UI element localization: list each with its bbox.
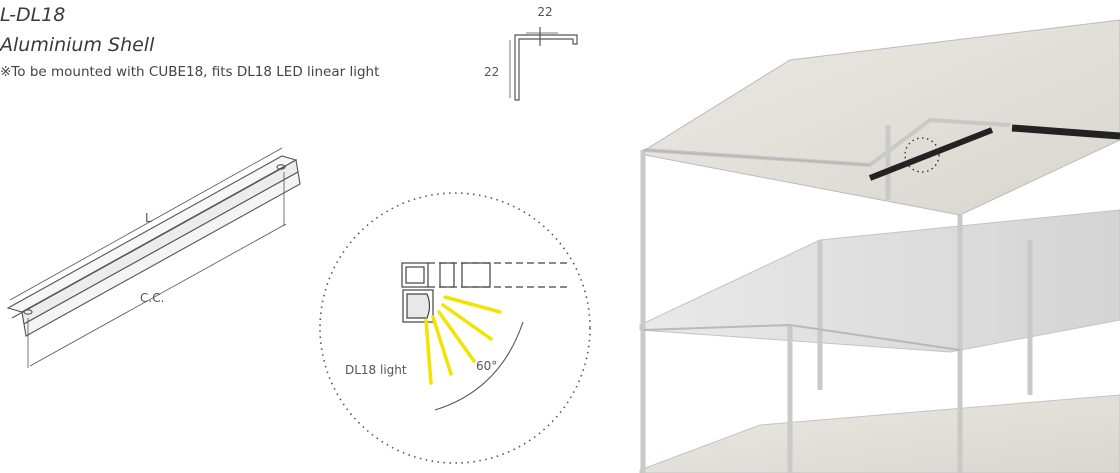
profile-width-label: 22 xyxy=(537,5,552,19)
light-label: DL18 light xyxy=(345,363,407,377)
rail-drawing xyxy=(6,147,301,368)
product-code: L-DL18 xyxy=(0,4,66,26)
beam-angle-arc xyxy=(434,321,524,411)
profile-height-label: 22 xyxy=(484,65,499,79)
mounting-note: ※To be mounted with CUBE18, fits DL18 LE… xyxy=(0,64,380,80)
length-label: L xyxy=(145,211,152,225)
center-to-center-label: C.C. xyxy=(140,291,164,305)
profile-section-drawing xyxy=(509,27,578,101)
product-name: Aluminium Shell xyxy=(0,34,155,56)
shelving-unit-illustration xyxy=(639,19,1120,473)
beam-angle-label: 60° xyxy=(476,359,497,373)
detail-view-circle xyxy=(319,192,591,464)
detail-profile-drawing xyxy=(401,262,570,323)
detail-callout-circle xyxy=(904,137,940,173)
light-beams xyxy=(424,295,502,385)
